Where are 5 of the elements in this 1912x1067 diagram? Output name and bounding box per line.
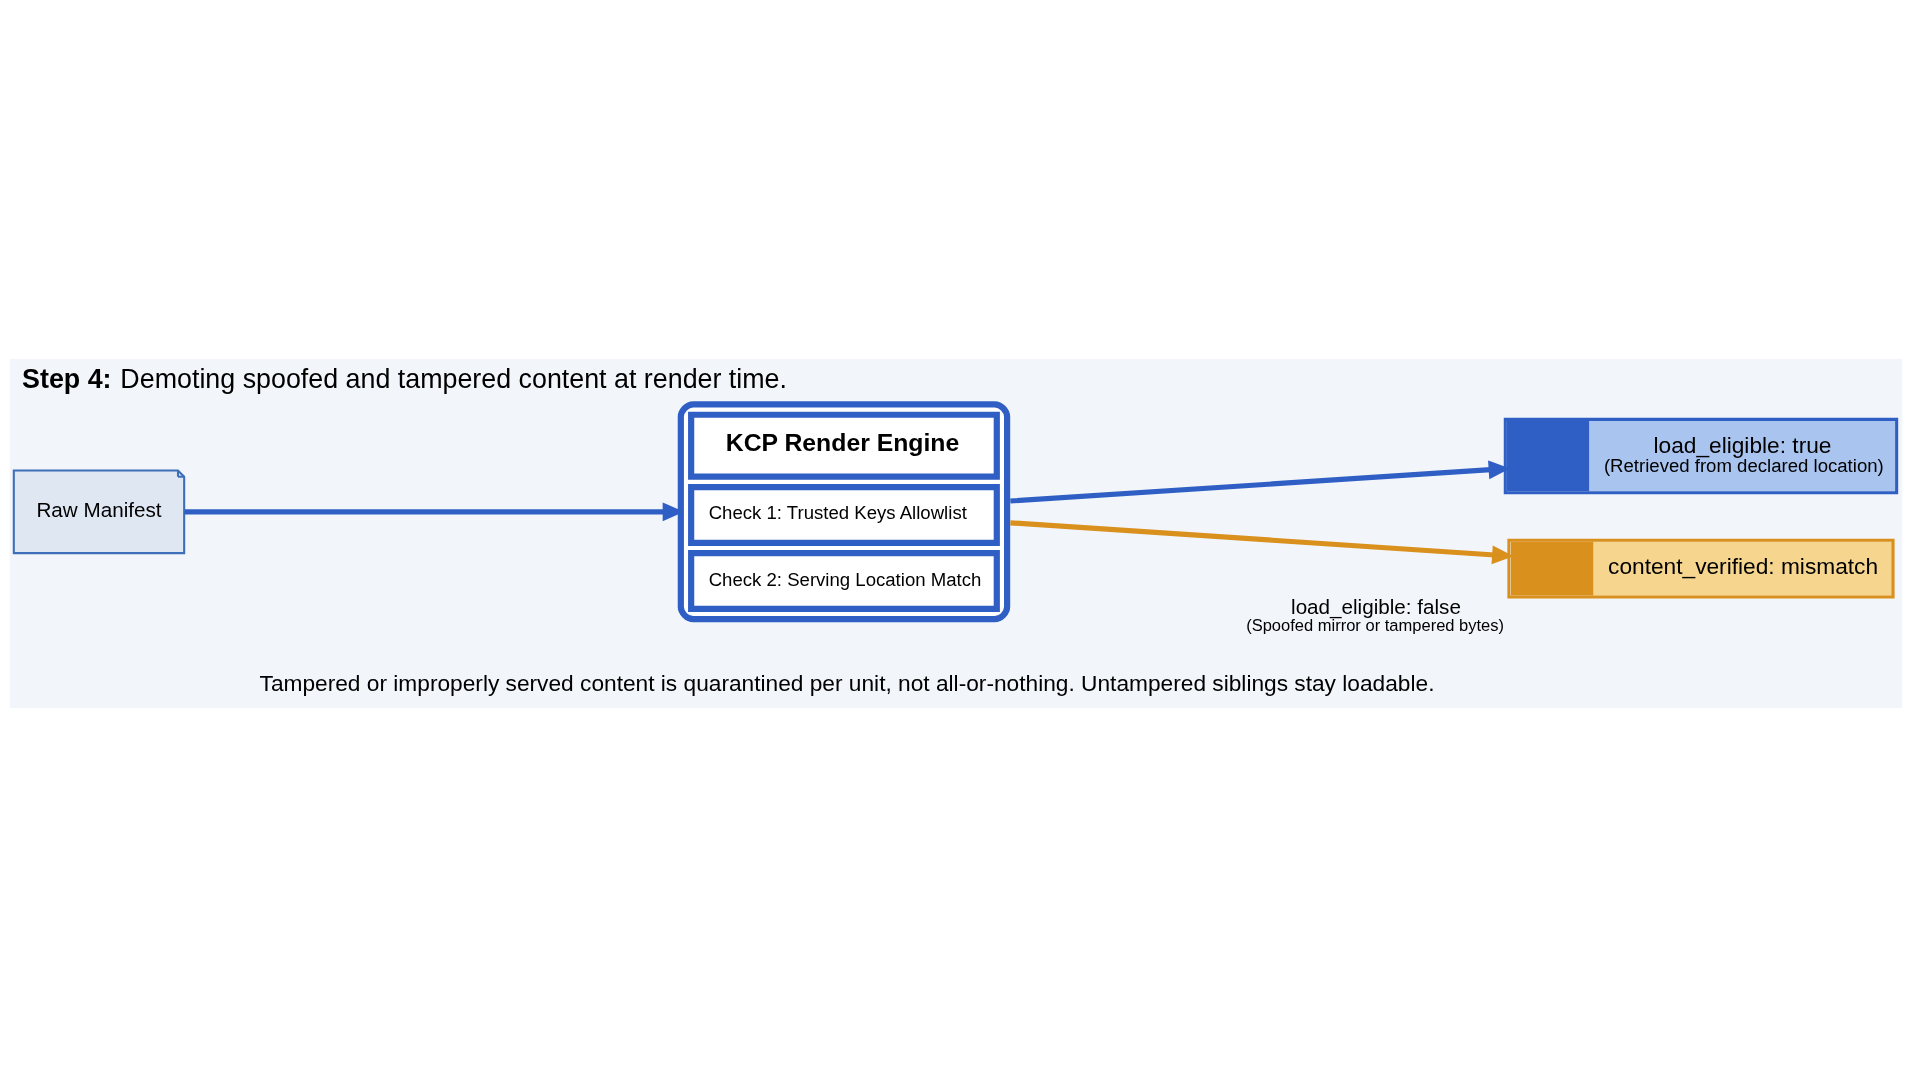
arrow (1010, 520, 1514, 565)
caption: Tampered or improperly served content is quarantined per unit, not all-or-nothing. Untampered siblings stay loadable. (259, 670, 1435, 697)
diagram-title: Step 4: Demoting spoofed and tampered content at render time. (22, 363, 788, 394)
arrow (184, 502, 685, 522)
node-label: load_eligible: false (1291, 595, 1461, 619)
